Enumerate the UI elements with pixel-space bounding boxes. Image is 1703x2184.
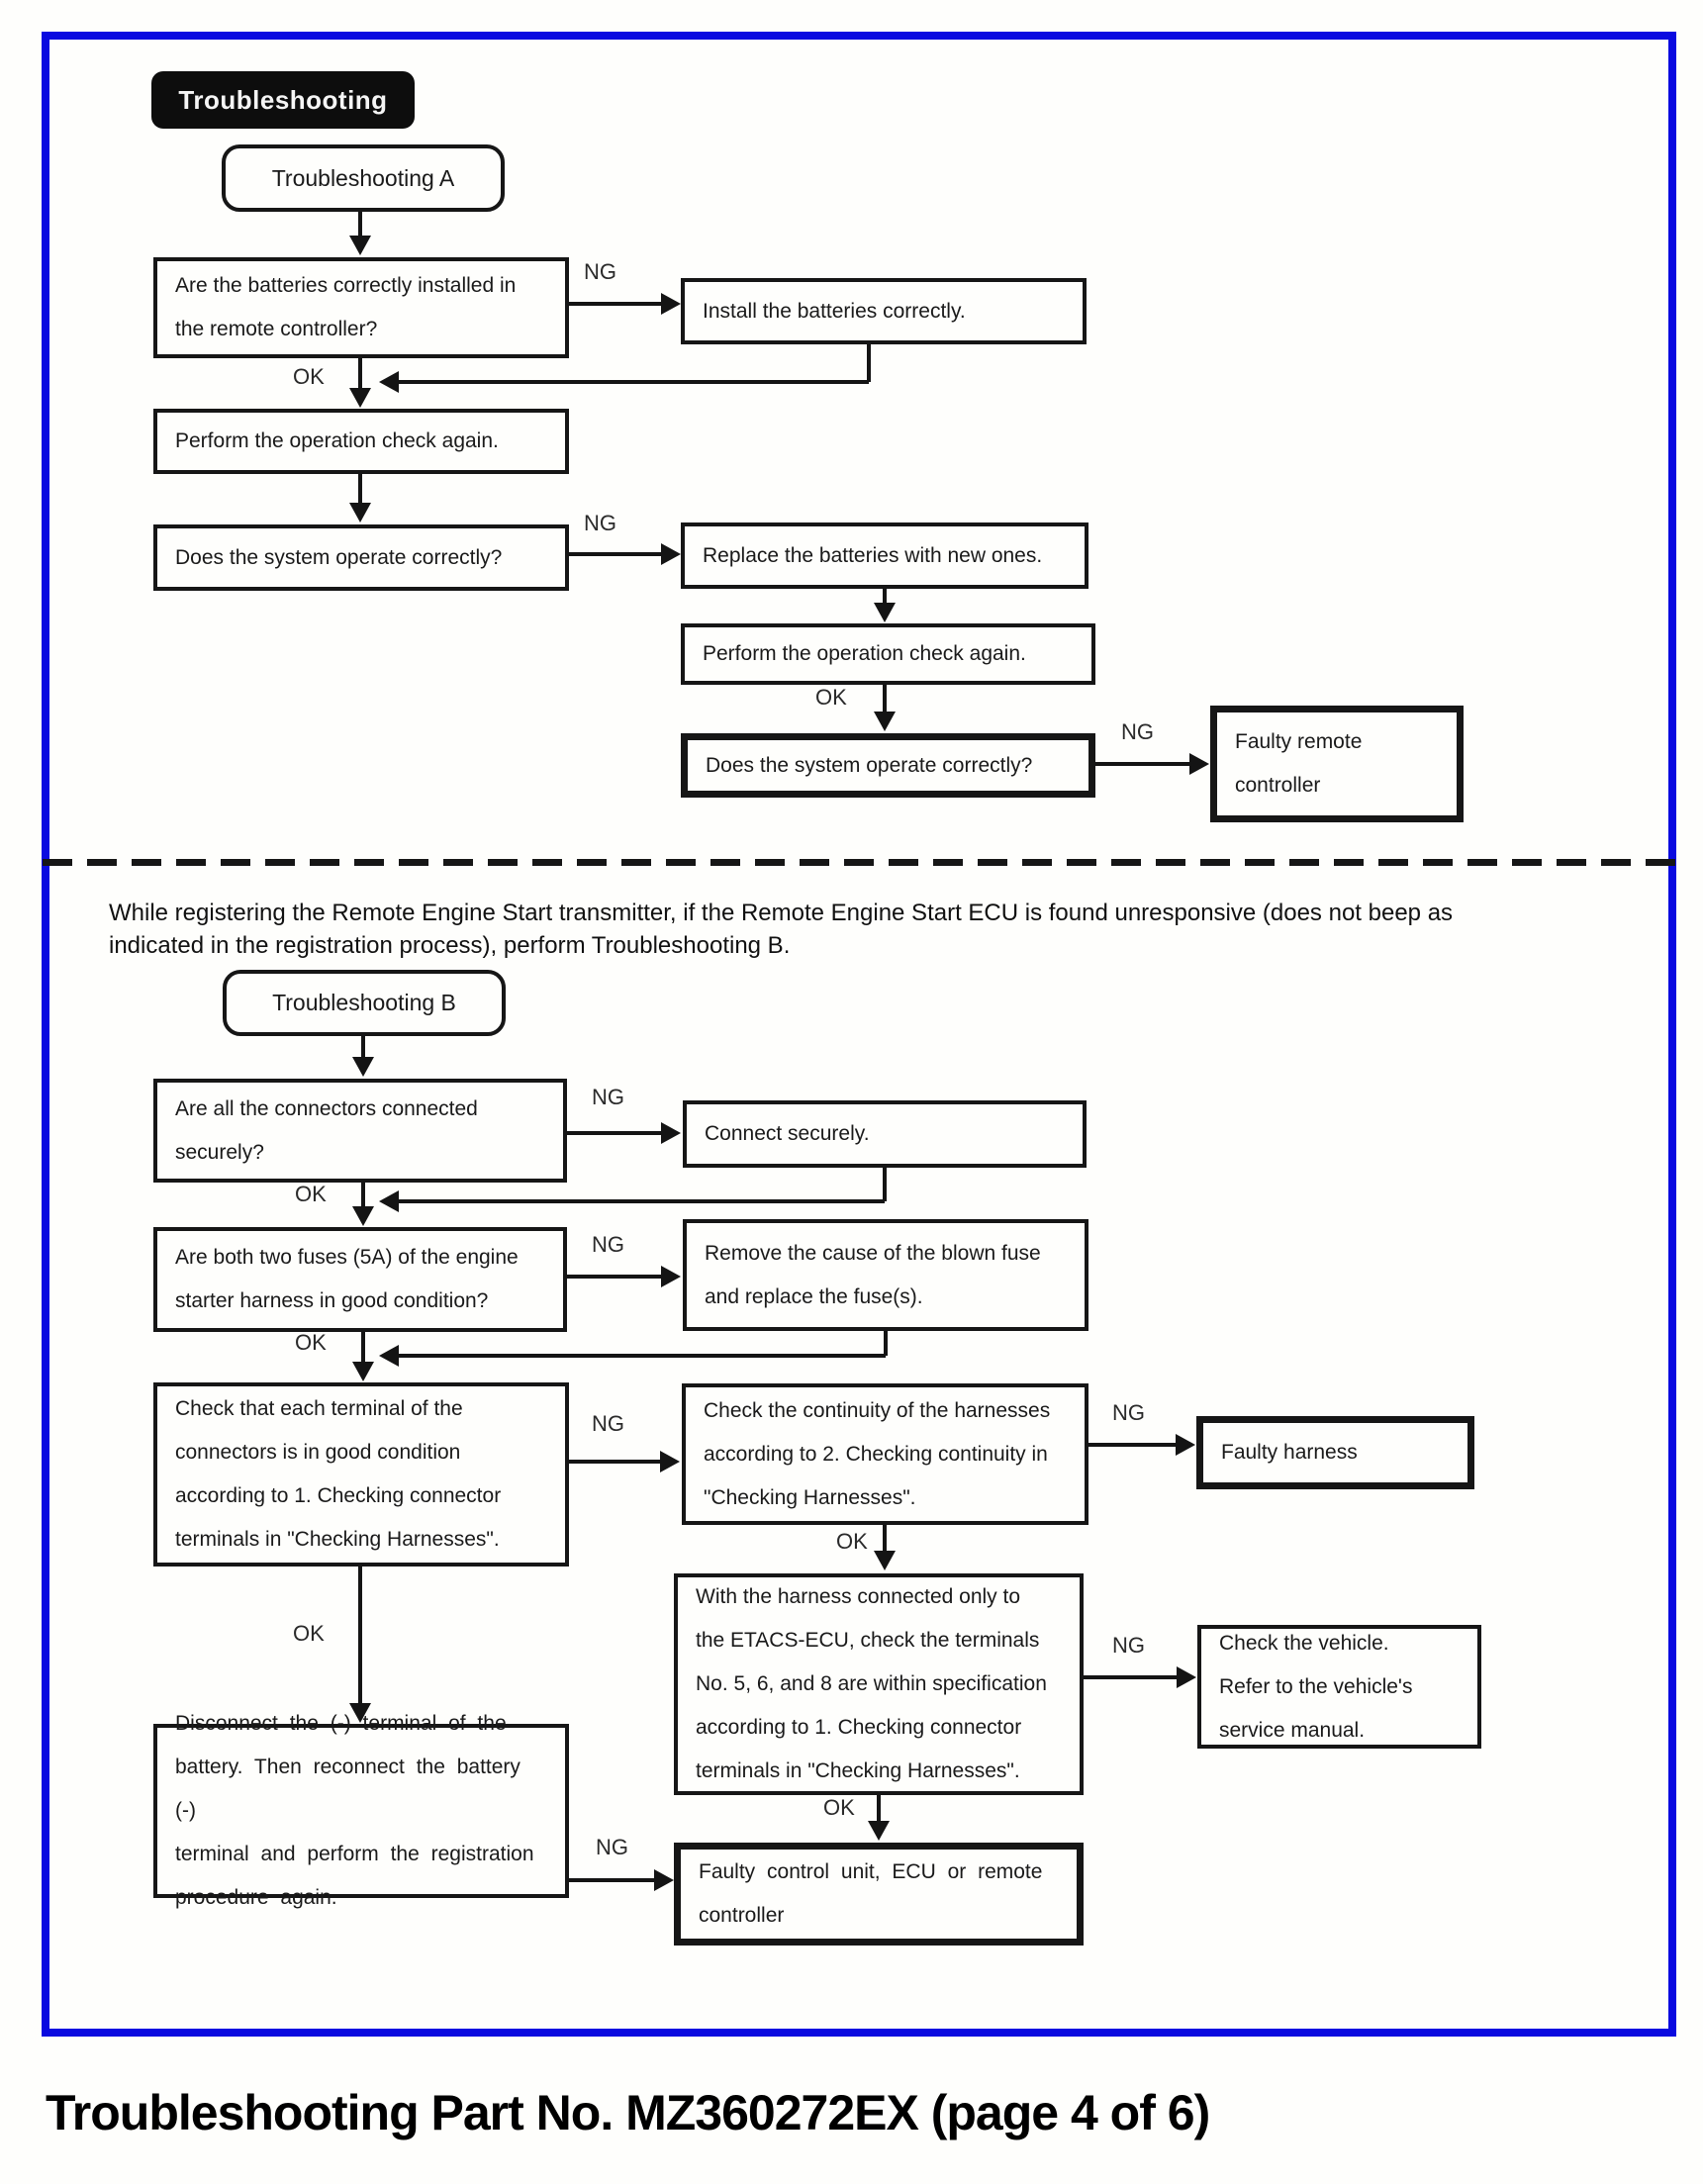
arrow-a-ng2 (569, 552, 663, 556)
arrow-b-ng3 (569, 1460, 662, 1464)
label-ng-a2: NG (584, 511, 616, 535)
return-b1-v (883, 1168, 887, 1201)
box-b-q-terminals: Check that each terminal of the connecto… (153, 1382, 569, 1567)
box-b-q-battery: Disconnect the (-) terminal of the batte… (153, 1712, 569, 1909)
arrow-a-ng1 (569, 302, 663, 306)
arrowhead-b-ng1 (661, 1122, 681, 1144)
arrow-a-ok2 (883, 685, 887, 712)
arrowhead-b-ok2 (352, 1362, 374, 1381)
arrowhead-b-ng2 (661, 1266, 681, 1287)
label-ok-b2: OK (295, 1330, 327, 1355)
arrow-b-ok4 (877, 1795, 881, 1823)
label-ng-b1: NG (592, 1085, 624, 1109)
arrowhead-b2-return (379, 1345, 399, 1367)
arrow-b-start (361, 1036, 365, 1059)
box-b-q-etacs: With the harness connected only to the E… (674, 1573, 1084, 1795)
arrowhead-b-ng3 (660, 1451, 680, 1472)
arrowhead-a-3 (874, 603, 896, 622)
arrowhead-a-ok2 (874, 712, 896, 731)
flow-b-start-node: Troubleshooting B (223, 970, 506, 1036)
arrowhead-b-ok4 (868, 1821, 890, 1841)
arrowhead-a-ok1 (349, 388, 371, 408)
label-ng-b6: NG (596, 1835, 628, 1859)
page-caption: Troubleshooting Part No. MZ360272EX (pag… (46, 2085, 1210, 2140)
arrowhead-a-2 (349, 503, 371, 522)
arrowhead-b-ok1 (352, 1206, 374, 1226)
arrow-b-ng5 (1084, 1675, 1179, 1679)
box-b-faulty-unit: Faulty control unit, ECU or remote contr… (674, 1843, 1084, 1946)
arrow-b-ng2 (567, 1275, 663, 1279)
arrowhead-a-ng3 (1189, 753, 1209, 775)
arrowhead-a-ng1 (661, 293, 681, 315)
label-ok-a2: OK (815, 685, 847, 710)
box-a-q-operate-2: Does the system operate correctly? (681, 733, 1095, 798)
arrowhead-b-ok5 (349, 1703, 371, 1723)
arrow-b-ng4 (1088, 1443, 1178, 1447)
arrow-b-ng1 (567, 1131, 663, 1135)
arrow-a-start (358, 212, 362, 239)
arrow-b-ok5-long (358, 1567, 362, 1705)
arrowhead-a-return (379, 371, 399, 393)
flow-a-start-node: Troubleshooting A (222, 144, 505, 212)
box-a-perform-check-1: Perform the operation check again. (153, 409, 569, 474)
label-ng-a3: NG (1121, 719, 1154, 744)
box-b-remove-fuse-cause: Remove the cause of the blown fuse and r… (683, 1219, 1088, 1331)
arrowhead-b-ng5 (1177, 1666, 1196, 1688)
label-ng-b4: NG (1112, 1400, 1145, 1425)
label-ok-a1: OK (293, 364, 325, 389)
box-a-faulty-remote: Faulty remote controller (1210, 706, 1464, 822)
arrowhead-b-ng4 (1176, 1434, 1195, 1456)
box-b-check-continuity: Check the continuity of the harnesses ac… (682, 1383, 1088, 1525)
arrow-b-ok2 (361, 1332, 365, 1362)
box-a-q-operate-1: Does the system operate correctly? (153, 524, 569, 591)
label-ok-b5: OK (293, 1621, 325, 1646)
label-ok-b3: OK (836, 1529, 868, 1554)
label-ng-b3: NG (592, 1411, 624, 1436)
arrowhead-a-ng2 (661, 543, 681, 565)
box-b-connect-securely: Connect securely. (683, 1100, 1087, 1168)
box-b-q-fuses: Are both two fuses (5A) of the engine st… (153, 1227, 567, 1332)
label-ng-b5: NG (1112, 1633, 1145, 1658)
label-ng-a1: NG (584, 259, 616, 284)
return-b1-h (398, 1199, 885, 1203)
box-b-q-connectors: Are all the connectors connected securel… (153, 1079, 567, 1183)
box-a-install-batteries: Install the batteries correctly. (681, 278, 1087, 344)
return-a-h (398, 380, 869, 384)
box-b-check-vehicle: Check the vehicle. Refer to the vehicle'… (1197, 1625, 1481, 1749)
bridge-paragraph: While registering the Remote Engine Star… (109, 900, 1454, 959)
label-ng-b2: NG (592, 1232, 624, 1257)
arrow-a-3 (883, 589, 887, 605)
arrow-b-ng6 (569, 1878, 656, 1882)
arrowhead-b-start (352, 1057, 374, 1077)
return-a-v (867, 344, 871, 382)
box-a-q-batteries: Are the batteries correctly installed in… (153, 257, 569, 358)
box-a-perform-check-2: Perform the operation check again. (681, 623, 1095, 685)
box-a-replace-batteries: Replace the batteries with new ones. (681, 522, 1088, 589)
section-header-tab: Troubleshooting (151, 71, 415, 129)
arrowhead-b-ok3 (874, 1551, 896, 1570)
return-b2-v (884, 1331, 888, 1356)
arrow-a-ng3 (1095, 762, 1191, 766)
arrow-a-ok1 (358, 358, 362, 390)
return-b2-h (398, 1354, 886, 1358)
label-ok-b1: OK (295, 1182, 327, 1206)
arrowhead-b1-return (379, 1190, 399, 1212)
label-ok-b4: OK (823, 1795, 855, 1820)
arrow-b-ok3 (883, 1525, 887, 1553)
arrow-b-ok1 (361, 1183, 365, 1208)
arrow-a-2 (358, 474, 362, 504)
arrowhead-b-ng6 (654, 1869, 674, 1891)
dashed-divider (43, 859, 1675, 866)
box-b-faulty-harness: Faulty harness (1196, 1416, 1474, 1489)
arrowhead-a-start (349, 236, 371, 255)
